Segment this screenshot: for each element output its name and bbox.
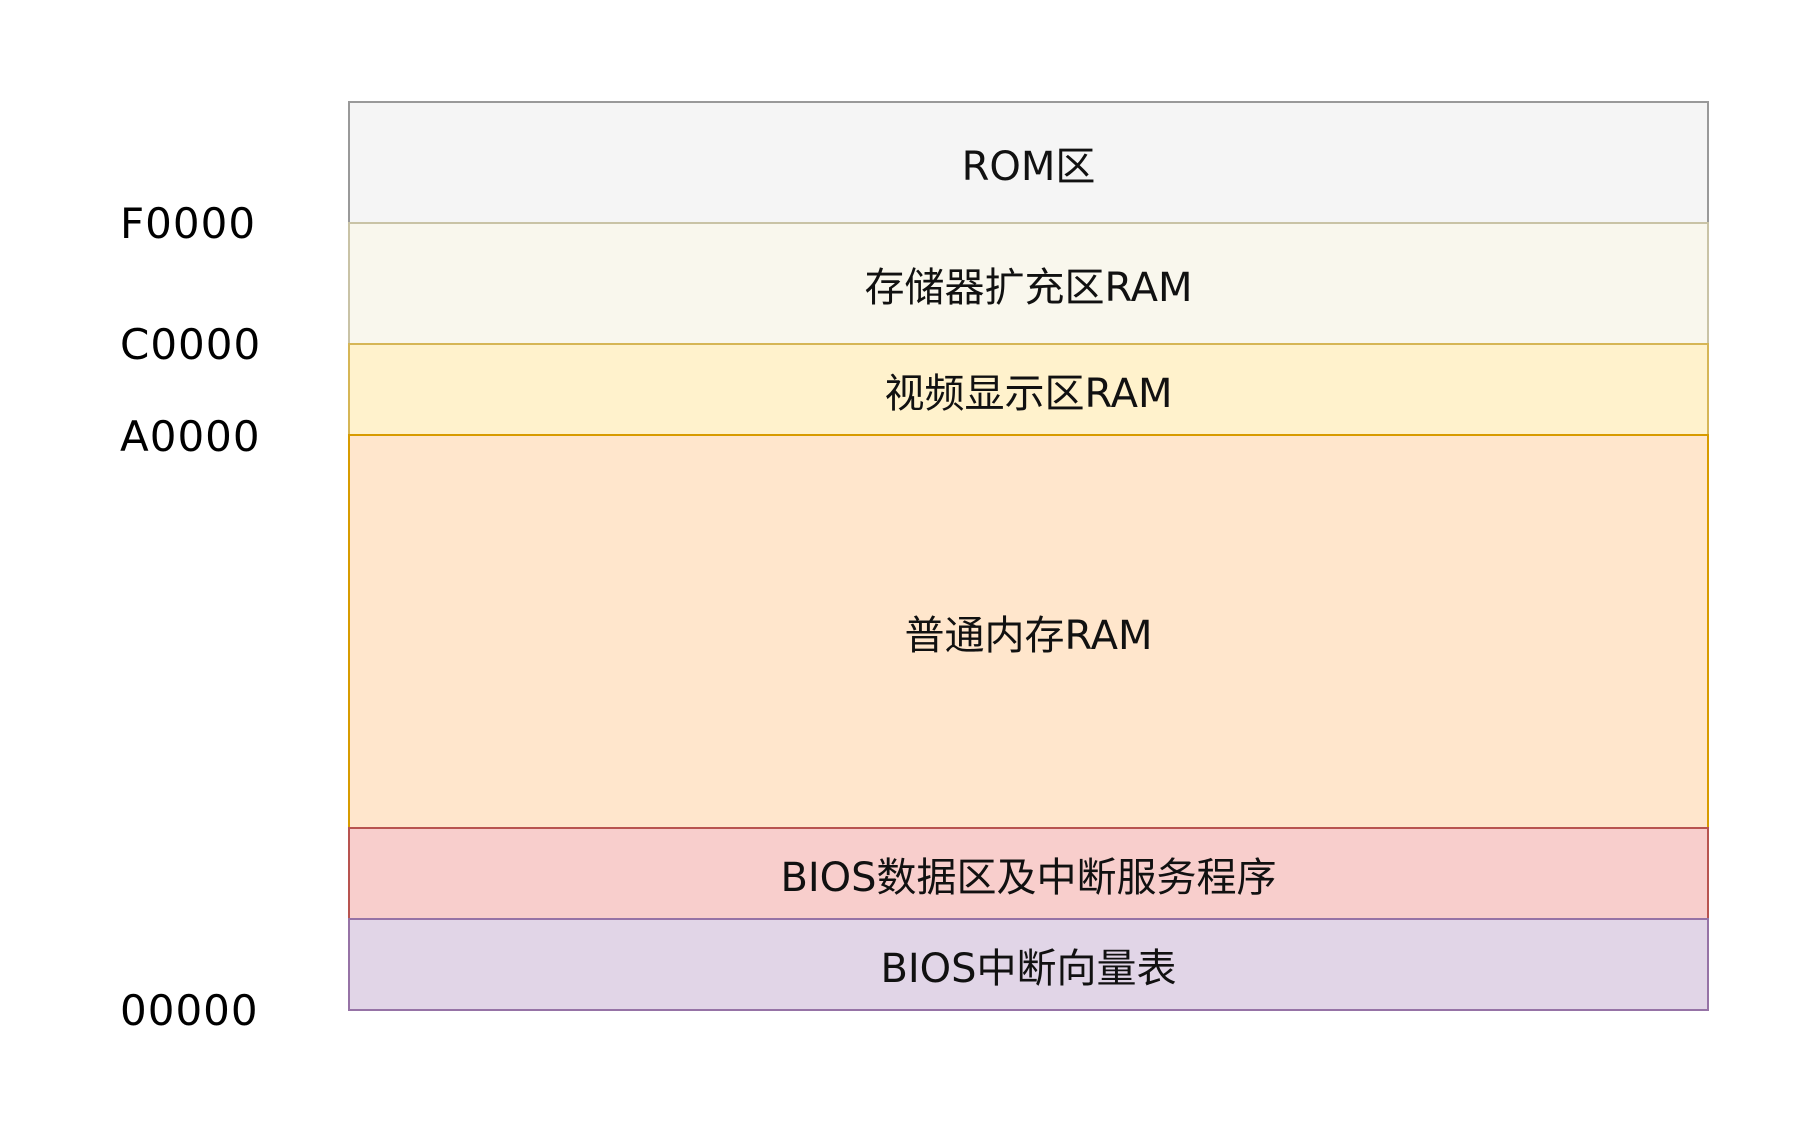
video-display-region-label: 视频显示区RAM [884,370,1173,417]
bios-data-region: BIOS数据区及中断服务程序 [348,827,1709,920]
interrupt-vector-table-region-label: BIOS中断向量表 [880,945,1177,992]
memory-expansion-region: 存储器扩充区RAM [348,222,1709,345]
address-label-f0000: F0000 [120,199,257,248]
normal-memory-region: 普通内存RAM [348,434,1709,829]
memory-expansion-region-label: 存储器扩充区RAM [864,264,1193,311]
interrupt-vector-table-region: BIOS中断向量表 [348,918,1709,1011]
bios-data-region-label: BIOS数据区及中断服务程序 [780,854,1277,901]
address-label-a0000: A0000 [120,412,261,461]
normal-memory-region-label: 普通内存RAM [904,612,1153,659]
address-label-00000: 00000 [120,986,259,1035]
rom-region-label: ROM区 [961,143,1096,190]
address-label-c0000: C0000 [120,320,262,369]
rom-region: ROM区 [348,101,1709,224]
video-display-region: 视频显示区RAM [348,343,1709,436]
